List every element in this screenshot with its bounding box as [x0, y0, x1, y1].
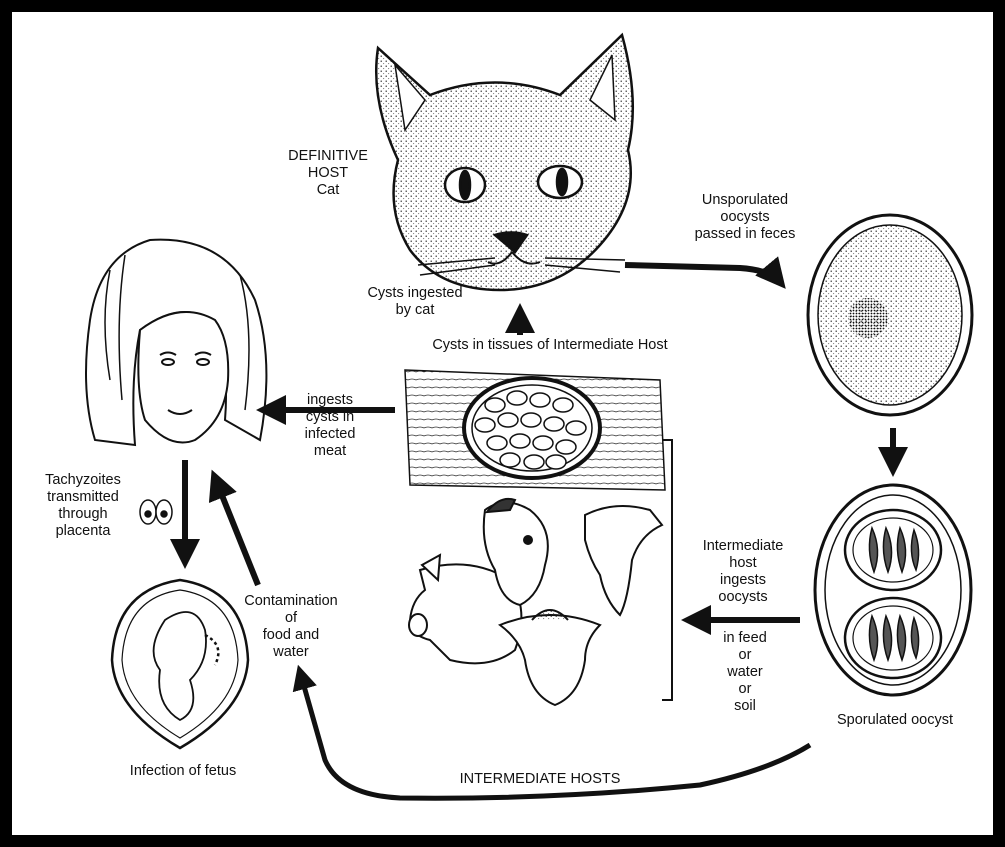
label-text: Cysts in tissues of Intermediate Host: [432, 337, 667, 353]
label-line: water: [226, 644, 356, 661]
label-line: cysts in: [285, 409, 375, 426]
label-line: Cat: [278, 182, 378, 199]
label-intermediate-host-ingests: Intermediate host ingests oocysts: [683, 538, 803, 606]
label-line: or: [690, 681, 800, 698]
label-text: Infection of fetus: [130, 763, 236, 779]
label-line: ingests: [683, 572, 803, 589]
label-line: meat: [285, 443, 375, 460]
label-line: Intermediate: [683, 538, 803, 555]
tissue-cyst-illustration: [405, 370, 665, 490]
label-contamination: Contamination of food and water: [226, 593, 356, 661]
sporulated-oocyst-illustration: [815, 485, 971, 695]
label-infection-of-fetus: Infection of fetus: [98, 763, 268, 780]
label-definitive-host: DEFINITIVE HOST Cat: [278, 148, 378, 199]
label-line: infected: [285, 426, 375, 443]
label-line: passed in feces: [670, 226, 820, 243]
label-line: or: [690, 647, 800, 664]
label-line: food and: [226, 627, 356, 644]
label-line: of: [226, 610, 356, 627]
label-text: INTERMEDIATE HOSTS: [460, 771, 621, 787]
label-unsporulated-oocysts: Unsporulated oocysts passed in feces: [670, 192, 820, 243]
label-ingests-cysts: ingests cysts in infected meat: [285, 392, 375, 460]
label-line: transmitted: [28, 489, 138, 506]
label-text: Sporulated oocyst: [837, 712, 953, 728]
label-line: through: [28, 506, 138, 523]
label-sporulated-oocyst: Sporulated oocyst: [810, 712, 980, 729]
unsporulated-oocyst-illustration: [808, 215, 972, 415]
label-line: oocysts: [683, 589, 803, 606]
label-line: DEFINITIVE: [278, 148, 378, 165]
label-line: water: [690, 664, 800, 681]
label-tachyzoites: Tachyzoites transmitted through placenta: [28, 472, 138, 540]
label-line: ingests: [285, 392, 375, 409]
label-line: Unsporulated: [670, 192, 820, 209]
label-line: oocysts: [670, 209, 820, 226]
label-line: Tachyzoites: [28, 472, 138, 489]
label-line: soil: [690, 698, 800, 715]
label-line: HOST: [278, 165, 378, 182]
label-line: by cat: [350, 302, 480, 319]
label-line: in feed: [690, 630, 800, 647]
label-in-feed: in feed or water or soil: [690, 630, 800, 715]
label-line: Cysts ingested: [350, 285, 480, 302]
label-cysts-ingested: Cysts ingested by cat: [350, 285, 480, 319]
label-line: Contamination: [226, 593, 356, 610]
label-line: placenta: [28, 523, 138, 540]
label-line: host: [683, 555, 803, 572]
label-intermediate-hosts: INTERMEDIATE HOSTS: [430, 771, 650, 788]
label-cysts-in-tissues: Cysts in tissues of Intermediate Host: [380, 337, 720, 354]
